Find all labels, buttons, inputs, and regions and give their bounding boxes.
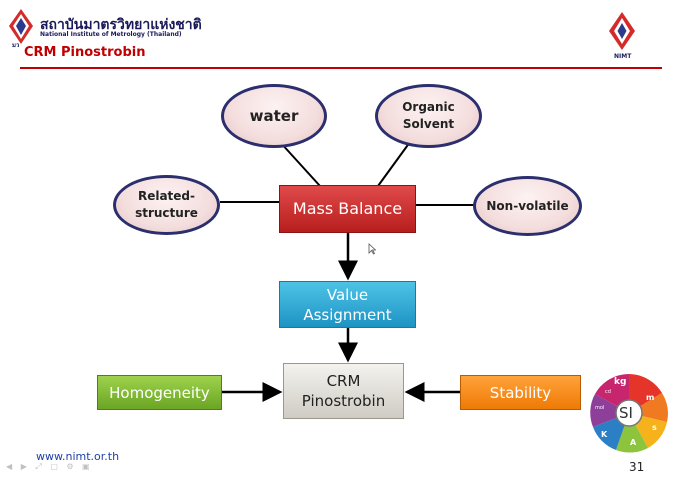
node-organic-solvent: Organic Solvent bbox=[375, 84, 482, 148]
node-value-assignment-line2: Assignment bbox=[303, 305, 392, 324]
node-related-structure-line2: structure bbox=[135, 206, 198, 220]
nimt-logo: มว bbox=[6, 8, 36, 49]
node-organic-solvent-line1: Organic bbox=[402, 100, 455, 114]
node-water: water bbox=[221, 84, 327, 148]
si-unit-kg: kg bbox=[614, 377, 627, 387]
node-stability-label: Stability bbox=[489, 383, 552, 402]
node-water-label: water bbox=[249, 107, 299, 125]
org-name-english: National Institute of Metrology (Thailan… bbox=[40, 31, 182, 38]
node-non-volatile-label: Non-volatile bbox=[486, 199, 569, 213]
si-unit-s: s bbox=[652, 423, 657, 432]
org-name-thai: สถาบันมาตรวิทยาแห่งชาติ bbox=[40, 17, 202, 33]
node-homogeneity: Homogeneity bbox=[97, 375, 222, 410]
footer-url[interactable]: www.nimt.or.th bbox=[36, 450, 120, 463]
si-unit-cd: cd bbox=[605, 389, 611, 395]
nimt-logo-right bbox=[606, 10, 638, 52]
si-unit-k: K bbox=[601, 430, 608, 439]
node-crm-pinostrobin: CRM Pinostrobin bbox=[283, 363, 404, 419]
nimt-caption: NIMT bbox=[614, 53, 632, 60]
si-unit-m: m bbox=[646, 393, 655, 402]
node-related-structure-line1: Related- bbox=[137, 189, 196, 203]
node-non-volatile: Non-volatile bbox=[473, 176, 582, 236]
si-wheel-icon bbox=[590, 374, 668, 453]
node-crm-line1: CRM bbox=[326, 372, 361, 390]
node-mass-balance-label: Mass Balance bbox=[292, 199, 403, 218]
mouse-cursor-icon bbox=[368, 243, 376, 255]
line-water-mass bbox=[279, 141, 321, 187]
slide-title: CRM Pinostrobin bbox=[24, 45, 146, 60]
si-unit-a: A bbox=[630, 438, 637, 447]
node-crm-line2: Pinostrobin bbox=[301, 392, 386, 410]
node-homogeneity-label: Homogeneity bbox=[109, 383, 210, 402]
si-center-label: SI bbox=[619, 404, 633, 422]
nimt-logo-icon bbox=[9, 9, 33, 44]
page-number: 31 bbox=[629, 460, 645, 474]
title-divider bbox=[20, 67, 662, 69]
line-solvent-mass bbox=[377, 141, 411, 187]
node-organic-solvent-line2: Solvent bbox=[402, 117, 455, 131]
logo-mark: มว bbox=[12, 42, 20, 49]
si-units-badge: SI kg m s A K mol cd bbox=[588, 372, 670, 454]
node-related-structure: Related- structure bbox=[113, 175, 220, 235]
node-mass-balance: Mass Balance bbox=[279, 185, 416, 233]
node-value-assignment-line1: Value bbox=[326, 285, 369, 304]
si-unit-mol: mol bbox=[595, 405, 605, 411]
node-stability: Stability bbox=[460, 375, 581, 410]
node-value-assignment: Value Assignment bbox=[279, 281, 416, 328]
nimt-emblem-icon bbox=[609, 12, 635, 50]
slideshow-nav-controls[interactable]: ◀ ▶ ⤢ ▢ ⚙ ▣ bbox=[6, 462, 93, 471]
